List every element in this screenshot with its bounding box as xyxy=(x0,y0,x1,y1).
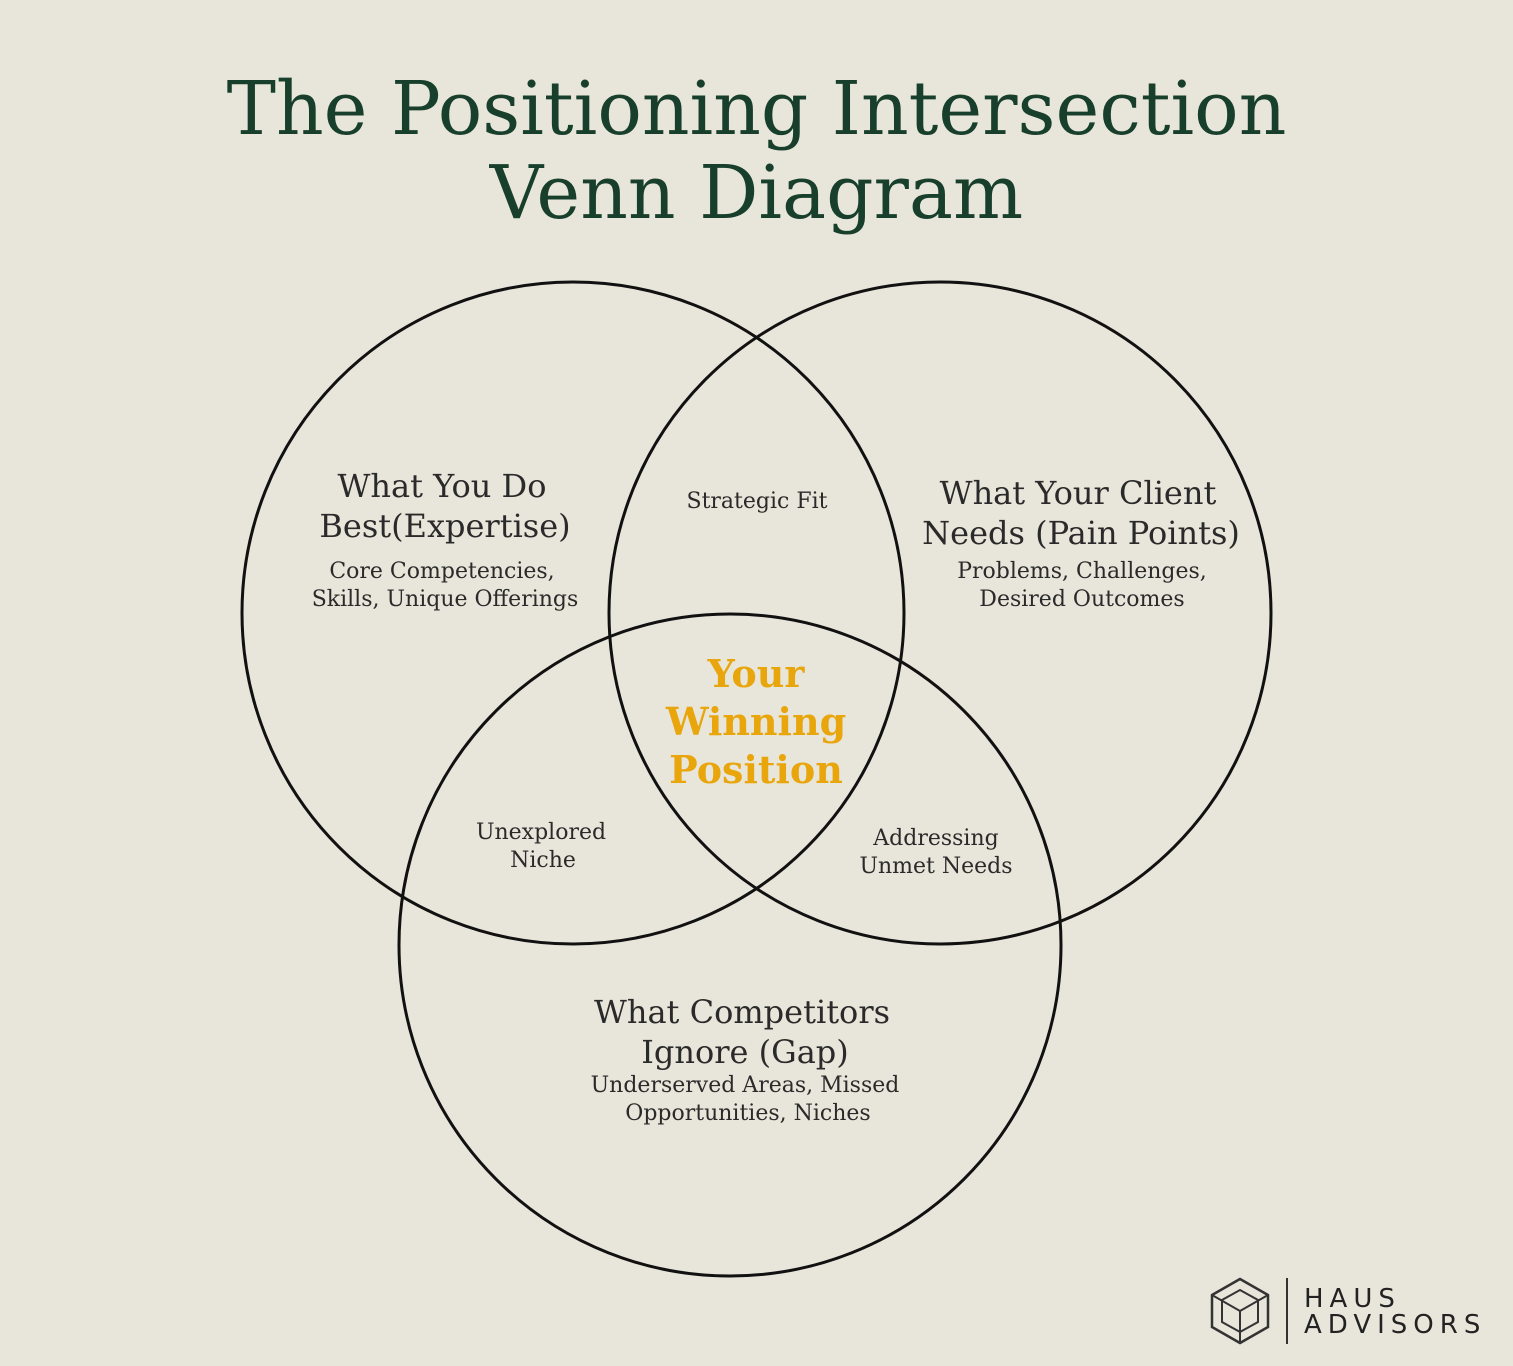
circle-client xyxy=(607,280,1273,946)
center-label-line-2: Winning xyxy=(665,699,847,744)
diagram-title-line-1: The Positioning Intersection xyxy=(226,66,1287,152)
competitors-detail-line-2: Opportunities, Niches xyxy=(625,1101,871,1126)
intersection-unmet-needs-line-1: Addressing xyxy=(873,826,999,851)
expertise-heading-line-2: Best(Expertise) xyxy=(319,507,571,545)
haus-advisors-logo: HAUS ADVISORS xyxy=(1208,1276,1498,1346)
expertise-detail-line-2: Skills, Unique Offerings xyxy=(311,587,579,612)
expertise-heading-line-1: What You Do xyxy=(337,467,547,505)
client-detail-line-2: Desired Outcomes xyxy=(979,587,1185,612)
intersection-unexplored-niche-line-2: Niche xyxy=(510,848,576,873)
center-label-line-3: Position xyxy=(669,747,843,792)
competitors-detail-line-1: Underserved Areas, Missed xyxy=(590,1073,900,1098)
intersection-unmet-needs-line-2: Unmet Needs xyxy=(859,854,1013,879)
logo-text-line-1: HAUS xyxy=(1304,1284,1401,1314)
diagram-title-line-2: Venn Diagram xyxy=(489,150,1024,236)
circle-competitors xyxy=(397,612,1063,1278)
hexagon-house-icon xyxy=(1210,1277,1270,1345)
center-label-line-1: Your xyxy=(707,651,805,696)
competitors-heading-line-2: Ignore (Gap) xyxy=(641,1033,849,1071)
client-heading-line-1: What Your Client xyxy=(939,474,1217,512)
logo-text-line-2: ADVISORS xyxy=(1304,1310,1487,1340)
logo-divider xyxy=(1286,1278,1288,1344)
circle-expertise xyxy=(240,280,906,946)
intersection-strategic-fit: Strategic Fit xyxy=(686,489,828,514)
client-heading-line-2: Needs (Pain Points) xyxy=(922,514,1240,552)
intersection-unexplored-niche-line-1: Unexplored xyxy=(475,820,607,845)
client-detail-line-1: Problems, Challenges, xyxy=(957,559,1207,584)
expertise-detail-line-1: Core Competencies, xyxy=(329,559,555,584)
competitors-heading-line-1: What Competitors xyxy=(593,993,891,1031)
